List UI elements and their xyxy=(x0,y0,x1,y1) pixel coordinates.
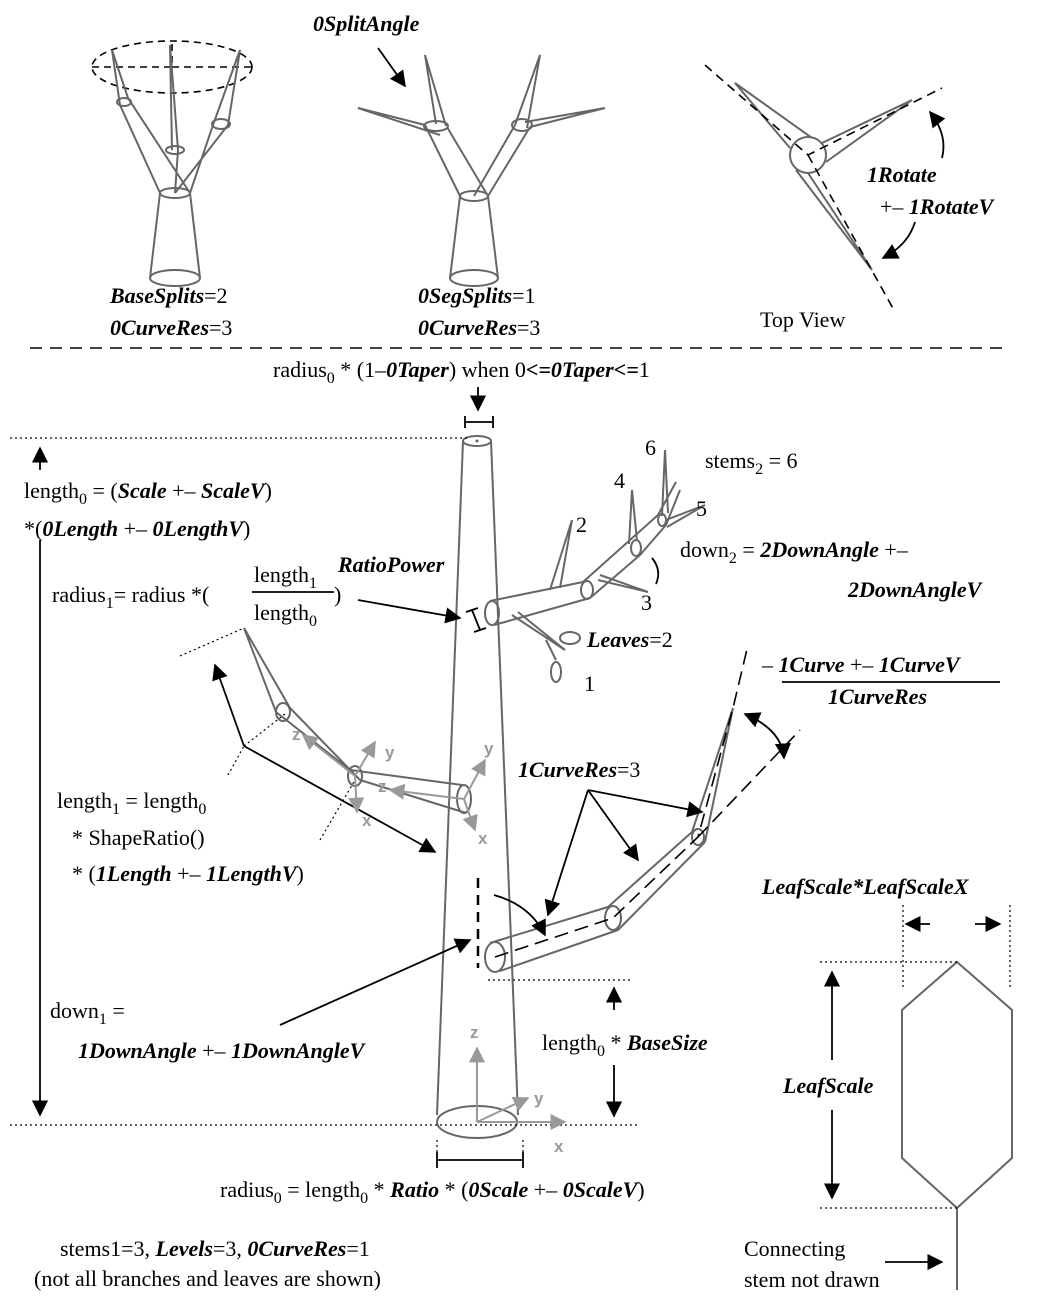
branch-num-3: 3 xyxy=(641,590,652,615)
segsplits-curveres-label: 0CurveRes=3 xyxy=(418,315,540,340)
base-axis-x: x xyxy=(554,1137,564,1156)
top-view-caption: Top View xyxy=(760,307,845,332)
branch-axis-z2: z xyxy=(378,777,387,796)
connecting-label: Connecting xyxy=(744,1236,845,1261)
basesplits-figure xyxy=(91,40,253,287)
down1-label: down1 = xyxy=(50,998,125,1028)
radius1-close: ) xyxy=(334,582,341,607)
curved-branch xyxy=(484,644,801,973)
radius0-label: radius0 = length0 * Ratio * (0Scale +– 0… xyxy=(220,1177,645,1207)
basesplits-label: BaseSplits=2 xyxy=(109,283,228,308)
basesplits-curveres-label: 0CurveRes=3 xyxy=(110,315,232,340)
base-axis-z: z xyxy=(470,1023,479,1042)
down2-label-line2: 2DownAngleV xyxy=(847,577,984,602)
base-axis-y: y xyxy=(534,1089,544,1108)
length0-label-line2: *(0Length +– 0LengthV) xyxy=(24,516,250,541)
down2-label: down2 = 2DownAngle +– xyxy=(680,537,909,567)
length0-label: length0 = (Scale +– ScaleV) xyxy=(24,478,272,508)
splitangle-label: 0SplitAngle xyxy=(313,11,420,36)
length1-label: length1 = length0 xyxy=(57,788,206,818)
radius1-denominator: length0 xyxy=(254,600,317,630)
leaf-shape xyxy=(901,960,1013,1290)
taper-label: radius0 * (1–0Taper) when 0<=0Taper<=1 xyxy=(273,357,650,387)
branch-axis-x1: x xyxy=(362,811,372,830)
curve-label-denominator: 1CurveRes xyxy=(828,684,927,709)
upper-branch xyxy=(484,449,706,683)
branch-axis-z1: z xyxy=(292,725,301,744)
branch-num-4: 4 xyxy=(614,468,625,493)
radius1-label: radius1= radius *( xyxy=(52,582,209,612)
radius1-numerator: length1 xyxy=(254,562,317,592)
leafscale-y-label: LeafScale xyxy=(782,1073,874,1098)
footer-note: (not all branches and leaves are shown) xyxy=(34,1266,381,1291)
curve-label: – 1Curve +– 1CurveV xyxy=(761,652,962,677)
footer-params: stems1=3, Levels=3, 0CurveRes=1 xyxy=(60,1236,370,1261)
left-branch xyxy=(243,627,472,814)
branch-axis-y2: y xyxy=(484,739,494,758)
branch-axis-x2: x xyxy=(478,829,488,848)
branch-num-2: 2 xyxy=(576,512,587,537)
connecting-label-line2: stem not drawn xyxy=(744,1267,880,1292)
main-trunk xyxy=(436,435,519,1139)
length1-shaperatio: * ShapeRatio() xyxy=(72,825,205,850)
stems2-label: stems2 = 6 xyxy=(705,448,798,478)
down1-label-line2: 1DownAngle +– 1DownAngleV xyxy=(78,1038,367,1063)
branch-num-1: 1 xyxy=(584,671,595,696)
branch-axis-y1: y xyxy=(385,743,395,762)
segsplits-figure xyxy=(357,54,606,287)
leafscale-x-label: LeafScale*LeafScaleX xyxy=(761,874,970,899)
branch-num-5: 5 xyxy=(696,496,707,521)
length1-length: * (1Length +– 1LengthV) xyxy=(72,861,304,886)
rotatev-label: +– 1RotateV xyxy=(880,194,996,219)
curveres-label: 1CurveRes=3 xyxy=(518,757,640,782)
rotate-label: 1Rotate xyxy=(867,162,937,187)
basesize-label: length0 * BaseSize xyxy=(542,1030,708,1060)
branch-num-6: 6 xyxy=(645,435,656,460)
leaves-label: Leaves=2 xyxy=(586,627,673,652)
top-view-figure xyxy=(704,64,943,313)
segsplits-label: 0SegSplits=1 xyxy=(418,283,536,308)
ratiopower-label: RatioPower xyxy=(337,552,445,577)
